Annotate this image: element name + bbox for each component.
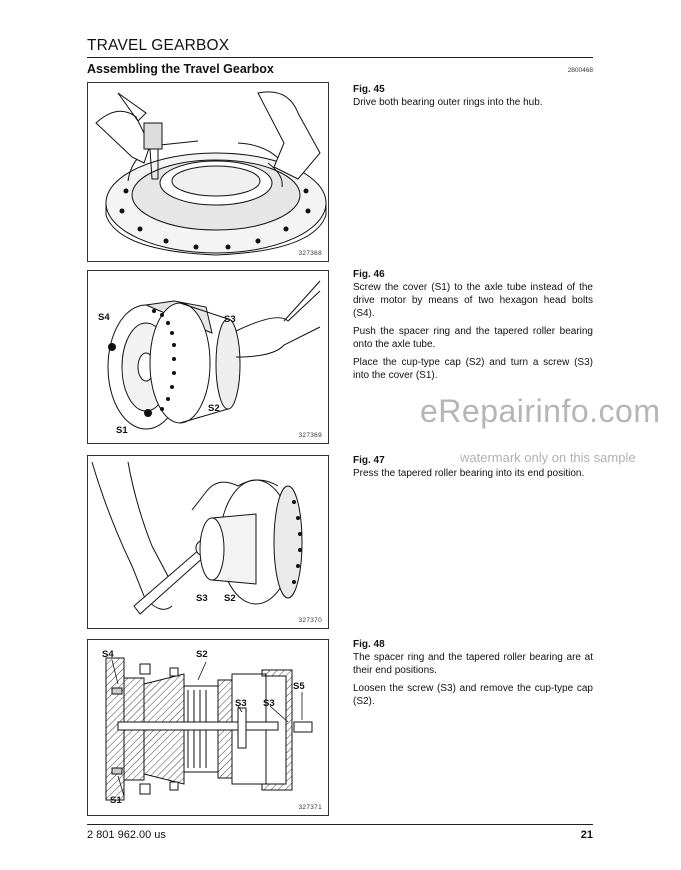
footer-rule: [87, 824, 593, 825]
figure-45-heading: Fig. 45: [353, 84, 385, 95]
footer-page-number: 21: [580, 829, 593, 841]
footer-doc-number: 2 801 962.00 us: [87, 829, 166, 841]
figure-46-paragraph-3: Place the cup-type cap (S2) and turn a s…: [353, 357, 593, 381]
figure-48-paragraph-2: Loosen the screw (S3) and remove the cup…: [353, 683, 593, 707]
cross-section-drawing: [105, 657, 313, 801]
header-rule: [87, 57, 593, 58]
figure-47-callout-s2: S2: [224, 593, 236, 604]
figure-46-callout-s4: S4: [98, 312, 110, 323]
figure-46-callout-s2: S2: [208, 403, 220, 414]
figure-47-text: Fig. 47 Press the tapered roller bearing…: [353, 454, 593, 485]
figure-46-paragraph-1: Screw the cover (S1) to the axle tube in…: [353, 282, 593, 319]
figure-47-heading: Fig. 47: [353, 455, 385, 466]
figure-46-heading: Fig. 46: [353, 269, 385, 280]
figure-48-heading: Fig. 48: [353, 639, 385, 650]
figure-47-callout-s3: S3: [196, 593, 208, 604]
press-bearing-drawing: [91, 461, 303, 615]
figure-47-paragraph-1: Press the tapered roller bearing into it…: [353, 468, 585, 479]
figure-48-callout-s2: S2: [196, 649, 208, 660]
figure-48-callout-s4: S4: [102, 649, 114, 660]
figure-46-image-number: 327369: [298, 432, 322, 439]
figure-48-callout-s3-right: S3: [263, 698, 275, 709]
figure-47-image-number: 327370: [298, 617, 322, 624]
watermark-sub-text: watermark only on this sample: [460, 450, 636, 465]
figure-48-callout-s1: S1: [110, 795, 122, 806]
figure-45-text: Fig. 45 Drive both bearing outer rings i…: [353, 83, 593, 114]
figure-48-text: Fig. 48 The spacer ring and the tapered …: [353, 638, 593, 713]
hub-hammer-drawing: [95, 91, 327, 256]
watermark-main-text: eRepairinfo.com: [420, 393, 661, 429]
figure-47-illustration: S3 S2 327370: [87, 455, 329, 629]
page-header-title: TRAVEL GEARBOX: [87, 37, 230, 54]
figure-45-illustration: 327368: [87, 82, 329, 262]
figure-48-illustration: S4 S2 S5 S3 S3 S1 327371: [87, 639, 329, 816]
figure-48-callout-s3-left: S3: [235, 698, 247, 709]
section-code: 2800468: [567, 67, 593, 74]
figure-46-callout-s3: S3: [224, 314, 236, 325]
section-title: Assembling the Travel Gearbox: [87, 62, 274, 76]
figure-48-callout-s5: S5: [293, 681, 305, 692]
figure-45-image-number: 327368: [298, 250, 322, 257]
figure-46-illustration: S4 S3 S2 S1 327369: [87, 270, 329, 444]
cover-cap-drawing: [107, 280, 321, 430]
figure-48-image-number: 327371: [298, 804, 322, 811]
figure-45-paragraph-1: Drive both bearing outer rings into the …: [353, 97, 543, 108]
figure-46-text: Fig. 46 Screw the cover (S1) to the axle…: [353, 268, 593, 387]
figure-46-paragraph-2: Push the spacer ring and the tapered rol…: [353, 326, 593, 350]
figure-48-paragraph-1: The spacer ring and the tapered roller b…: [353, 652, 593, 676]
figure-46-callout-s1: S1: [116, 425, 128, 436]
